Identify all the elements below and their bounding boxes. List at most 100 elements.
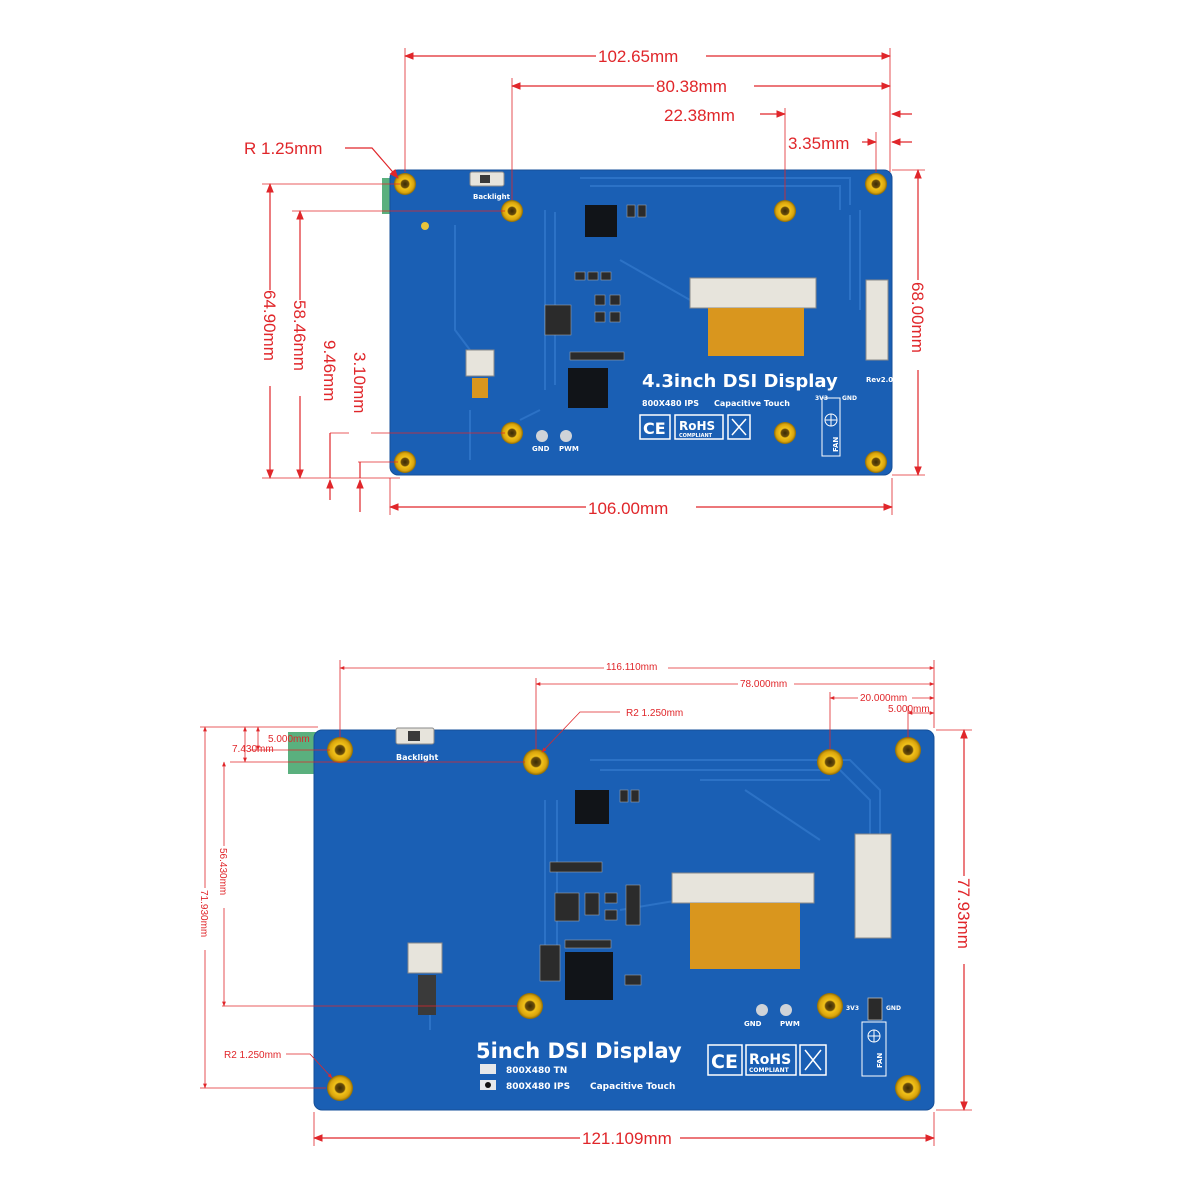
top-gnd-pad	[536, 430, 548, 442]
top-smd-components	[569, 204, 647, 361]
top-dimension-labels: 102.65mm 80.38mm 22.38mm 3.35mm R 1.25mm…	[244, 44, 929, 518]
bottom-board-traces	[429, 759, 881, 1030]
bottom-ce-box	[707, 1044, 743, 1076]
top-backlight-switch-knob	[480, 175, 490, 183]
bottom-mount-hole-tr	[895, 737, 921, 763]
top-board-group: Backlight Rev2.0 4.3inch DSI Display 8	[382, 169, 893, 476]
dim-label-9-46: 9.46mm	[320, 340, 339, 401]
dim-label-5-left: 5.000mm	[268, 734, 310, 745]
bottom-fan-3v3: 3V3	[846, 1005, 859, 1012]
top-right-connector	[865, 279, 889, 361]
bottom-spec-tn-box	[480, 1064, 496, 1074]
bottom-fan-gnd: GND	[886, 1005, 901, 1012]
dim-label-71: 71.930mm	[198, 890, 209, 937]
top-inductor	[544, 304, 572, 336]
top-mount-hole-tl	[394, 173, 416, 195]
bottom-fan-icon	[867, 1029, 881, 1043]
bottom-mount-hole-inner-tl	[523, 749, 549, 775]
top-dsi-flex-cable	[708, 308, 804, 356]
dim-label-77: 77.93mm	[954, 878, 973, 949]
bottom-board-touch: Capacitive Touch	[590, 1082, 675, 1092]
dim-label-radius-top: R2 1.250mm	[626, 708, 683, 719]
bottom-ce-mark: CE	[711, 1051, 738, 1073]
top-fan-icon	[824, 413, 838, 427]
bottom-backlight-label: Backlight	[396, 753, 438, 762]
bottom-fan-header	[867, 997, 883, 1021]
top-mount-hole-br	[865, 451, 887, 473]
bottom-fan-box	[861, 1021, 887, 1077]
bottom-mount-hole-inner-tr	[817, 749, 843, 775]
top-mount-hole-tr	[865, 173, 887, 195]
bottom-gnd-label: GND	[744, 1020, 762, 1028]
dim-label-64: 64.90mm	[260, 290, 279, 361]
top-ce-box	[639, 414, 671, 440]
dim-label-106: 106.00mm	[588, 499, 668, 518]
top-pwm-label: PWM	[559, 445, 579, 453]
bottom-rohs-compliant: COMPLIANT	[749, 1067, 790, 1074]
bottom-right-connector	[854, 833, 892, 939]
dim-leader-radius-top	[541, 711, 620, 753]
dim-label-20: 20.000mm	[860, 693, 907, 704]
top-mount-hole-inner-br	[774, 422, 796, 444]
dim-label-7-43: 7.430mm	[232, 744, 274, 755]
bottom-pwm-label: PWM	[780, 1020, 800, 1028]
bottom-gnd-pad	[756, 1004, 768, 1016]
top-weee-bin-icon	[727, 414, 751, 440]
top-led	[421, 222, 429, 230]
bottom-board-fpc-tab	[288, 732, 316, 774]
bottom-inductor	[554, 892, 580, 922]
top-chip-upper	[585, 205, 617, 237]
top-pwm-pad	[560, 430, 572, 442]
top-rohs-box	[674, 414, 724, 440]
bottom-mount-hole-bl	[327, 1075, 353, 1101]
dim-label-22: 22.38mm	[664, 106, 735, 125]
top-dsi-connector	[689, 277, 817, 309]
top-backlight-label: Backlight	[473, 193, 511, 201]
top-fan-3v3: 3V3	[815, 395, 828, 402]
top-board-pcb	[389, 169, 893, 476]
top-mount-hole-inner-bl	[501, 422, 523, 444]
dim-label-radius-bottom: R2 1.250mm	[224, 1050, 281, 1061]
bottom-chip-mcu	[565, 952, 613, 1000]
top-rohs-mark: RoHS	[679, 419, 715, 433]
top-fan-box	[821, 397, 841, 457]
dim-label-80: 80.38mm	[656, 77, 727, 96]
bottom-board-title: 5inch DSI Display	[476, 1039, 682, 1063]
bottom-spec-ips-dot	[485, 1082, 491, 1088]
top-board-traces	[454, 177, 861, 460]
top-mount-hole-inner-tl	[501, 200, 523, 222]
top-mount-hole-bl	[394, 451, 416, 473]
dim-label-102: 102.65mm	[598, 47, 678, 66]
dim-label-56: 56.430mm	[217, 848, 228, 895]
top-ce-mark: CE	[643, 419, 666, 438]
bottom-rohs-mark: RoHS	[749, 1052, 791, 1068]
bottom-backlight-switch-knob	[408, 731, 420, 741]
dim-leader-radius-bottom	[286, 1053, 333, 1079]
dim-label-5-right: 5.000mm	[888, 704, 930, 715]
bottom-rohs-box	[745, 1044, 797, 1076]
dim-label-78: 78.000mm	[740, 679, 787, 690]
top-board-spec: 800X480 IPS	[642, 399, 699, 408]
bottom-mount-hole-inner-bl	[517, 993, 543, 1019]
bottom-mount-hole-br	[895, 1075, 921, 1101]
bottom-dsi-connector	[671, 872, 815, 904]
bottom-smd-components	[539, 789, 642, 986]
top-fan-label: FAN	[832, 437, 840, 452]
top-mount-hole-inner-tr	[774, 200, 796, 222]
bottom-dsi-flex-cable	[690, 903, 800, 969]
top-small-flex	[472, 378, 488, 398]
bottom-pwm-pad	[780, 1004, 792, 1016]
bottom-small-flex	[418, 975, 436, 1015]
bottom-small-connector	[407, 942, 443, 974]
bottom-board-pcb	[313, 729, 935, 1111]
dim-label-68: 68.00mm	[908, 282, 927, 353]
bottom-dimension-labels: 116.110mm 78.000mm 20.000mm 5.000mm R2 1…	[198, 660, 975, 1149]
top-chip-mcu	[568, 368, 608, 408]
bottom-fan-label: FAN	[876, 1053, 884, 1068]
top-small-connector	[465, 349, 495, 377]
top-board-touch: Capacitive Touch	[714, 399, 790, 408]
bottom-board-spec-tn: 800X480 TN	[506, 1066, 567, 1076]
dim-label-116: 116.110mm	[606, 662, 657, 673]
bottom-mount-hole-inner-br	[817, 993, 843, 1019]
